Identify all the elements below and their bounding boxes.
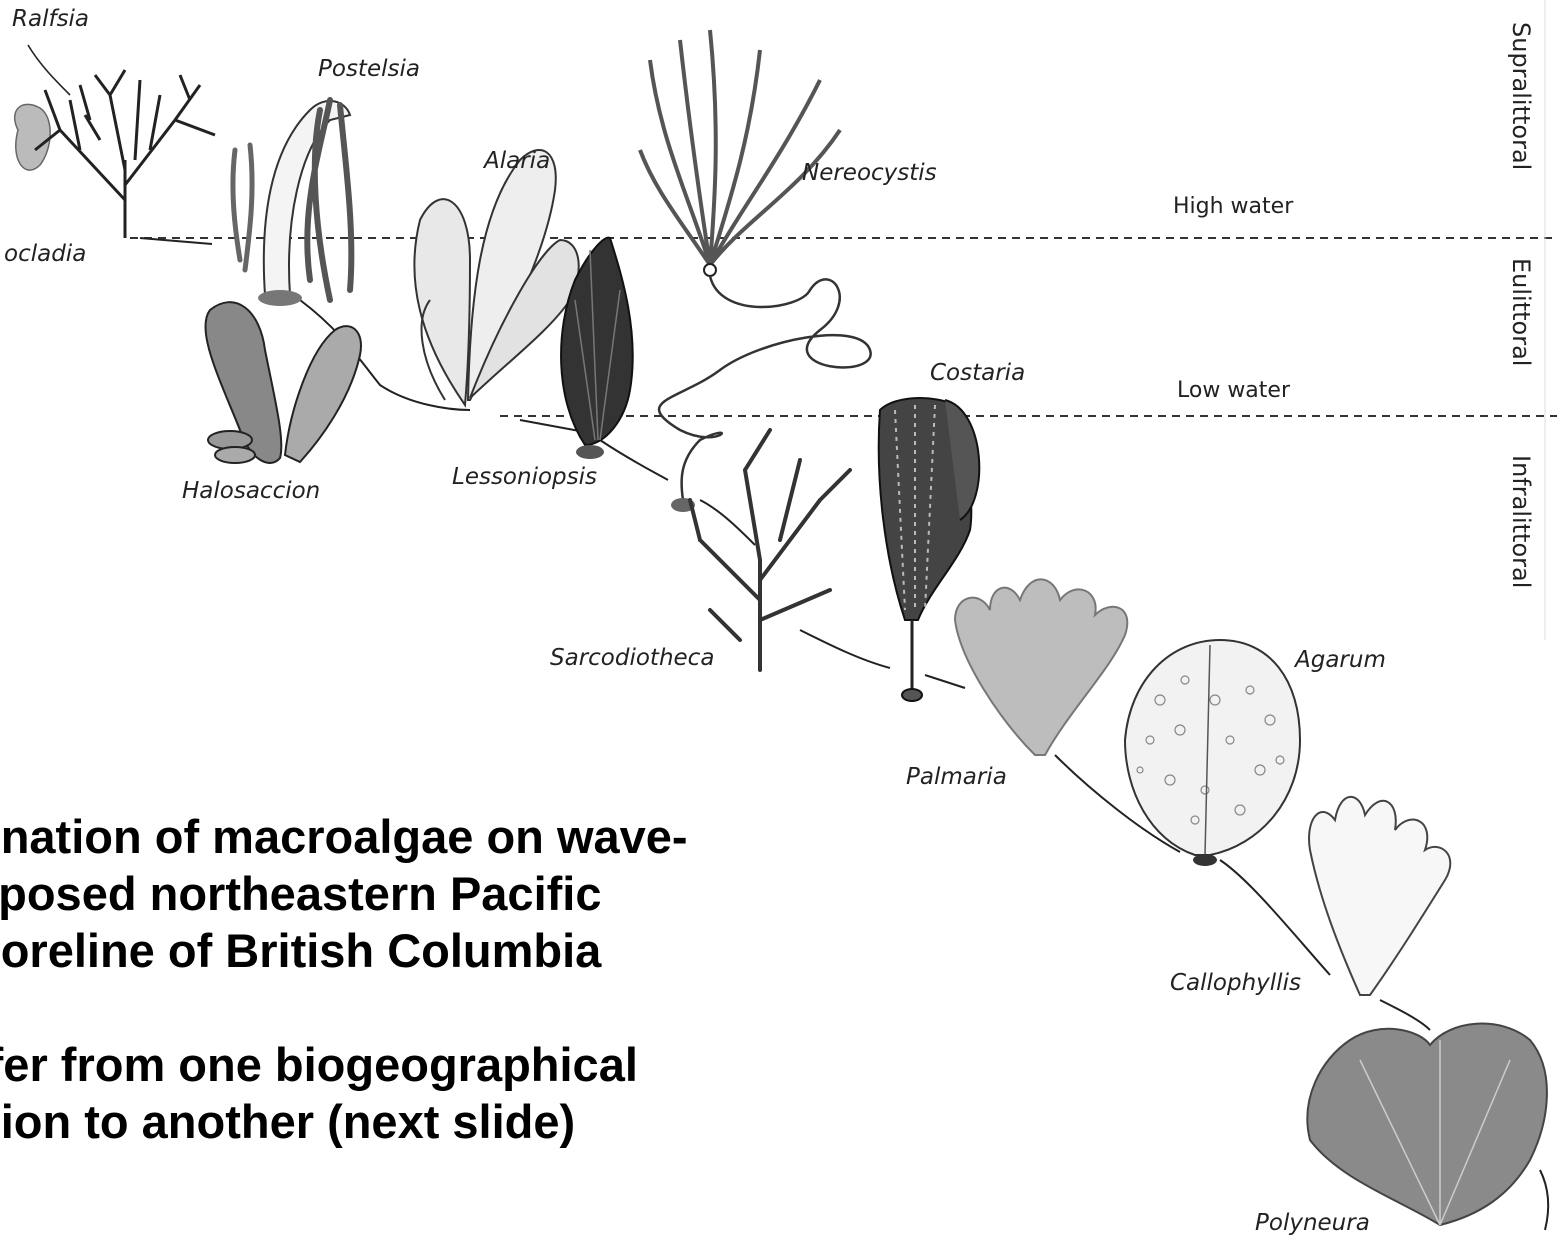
cladia-illustration [35,70,215,238]
zone-eulittoral: Eulittoral [1509,258,1533,366]
callophyllis-illustration [1309,797,1450,995]
palmaria-illustration [955,579,1127,755]
caption-line-5: gion to another (next slide) [0,1093,872,1150]
label-ralfsia: Ralfsia [12,8,89,31]
label-sarcodiotheca: Sarcodiotheca [550,647,714,670]
agarum-illustration [1125,640,1300,866]
label-agarum: Agarum [1295,649,1386,672]
caption-line-2: xposed northeastern Pacific [0,865,872,922]
caption-line-1: onation of macroalgae on wave- [0,808,872,865]
sarcodiotheca-illustration [690,430,850,670]
ralfsia-illustration [15,104,50,170]
caption-line-3: horeline of British Columbia [0,922,872,979]
label-polyneura: Polyneura [1255,1212,1370,1235]
label-lessoniopsis: Lessoniopsis [452,466,597,489]
label-cladia: ocladia [4,243,86,266]
nereocystis-illustration [640,30,871,512]
label-halosaccion: Halosaccion [182,480,320,503]
ralfsia-leader [28,45,70,95]
label-postelsia: Postelsia [318,58,420,81]
label-palmaria: Palmaria [906,766,1007,789]
halosaccion-illustration [205,302,361,463]
zone-supralittoral: Supralittoral [1509,22,1533,170]
polyneura-illustration [1307,1024,1548,1230]
label-costaria: Costaria [930,362,1025,385]
label-low-water: Low water [1177,380,1290,402]
label-alaria: Alaria [484,150,550,173]
caption-line-4: ffer from one biogeographical [0,1036,872,1093]
zone-infralittoral: Infralittoral [1509,455,1533,588]
postelsia-illustration [233,100,351,306]
label-high-water: High water [1173,196,1293,218]
label-nereocystis: Nereocystis [802,162,937,185]
costaria-illustration [879,398,980,701]
slide-caption: onation of macroalgae on wave- xposed no… [0,808,872,1150]
label-callophyllis: Callophyllis [1170,972,1301,995]
alaria-illustration [414,150,578,405]
